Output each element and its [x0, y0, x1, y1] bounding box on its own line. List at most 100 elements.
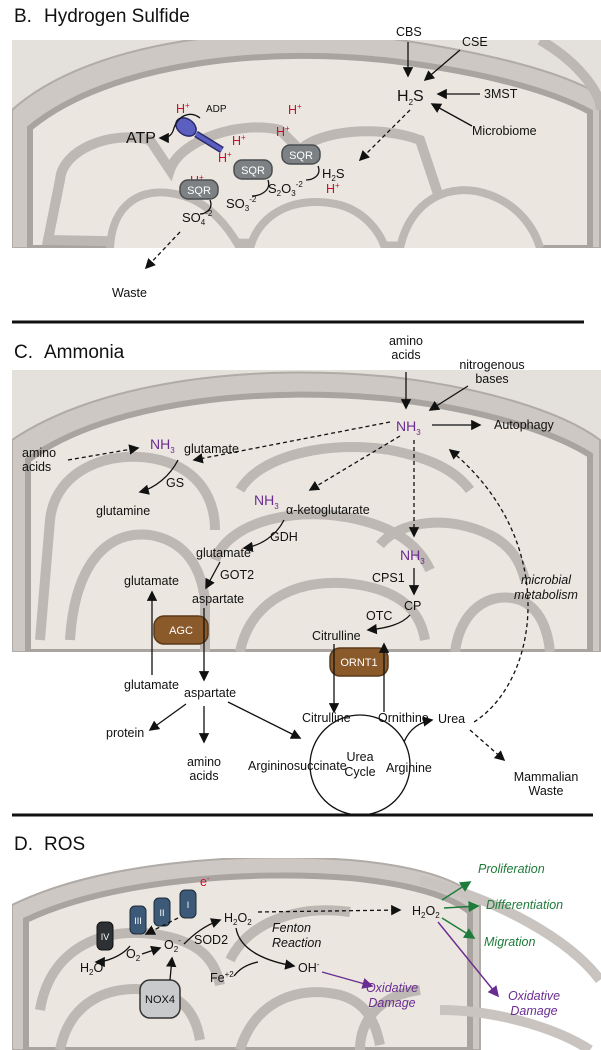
oh-damage-arrow: [321, 971, 374, 989]
cp-label: CP: [404, 599, 421, 613]
bases-arrow: [428, 385, 469, 411]
svg-text:AGC: AGC: [169, 625, 193, 637]
sqr-enzyme: SQR: [233, 159, 273, 180]
atp-synthase: [175, 117, 224, 153]
proliferation-label: Proliferation: [478, 862, 545, 876]
h2o-label: H2O: [80, 961, 103, 977]
h2o2-damage-arrow: [437, 921, 500, 998]
panel-d: D. ROS IV III II I: [12, 834, 601, 1050]
svg-text:III: III: [134, 916, 142, 926]
h2s-label: H2S: [397, 88, 424, 107]
aspartate-cytosol-label: aspartate: [184, 686, 236, 700]
atp-label: ATP: [126, 130, 156, 147]
citrulline-cytosol-label: Citrulline: [302, 711, 351, 725]
fe-arrow: [233, 961, 259, 977]
aspartate-matrix-label: aspartate: [192, 592, 244, 606]
protein-label: protein: [106, 726, 144, 740]
h2o2-mito-label: H2O2: [224, 911, 252, 927]
glutamate-gdh-label: glutamate: [196, 546, 251, 560]
microbial-metabolism-arrow: [448, 449, 529, 723]
ornithine-label: Ornithine: [378, 711, 429, 725]
migration-arrow: [441, 917, 476, 939]
so4-flow: [199, 199, 212, 215]
panel-c-letter: C.: [14, 342, 33, 363]
svg-text:I: I: [187, 900, 190, 910]
panel-c-title: Ammonia: [44, 342, 125, 363]
arginine-label: Arginine: [386, 761, 432, 775]
svg-text:SQR: SQR: [289, 150, 313, 162]
complex-iii: III: [129, 905, 147, 935]
panel-d-title: ROS: [44, 834, 85, 855]
migration-label: Migration: [484, 935, 535, 949]
h2o2-export-arrow: [257, 904, 402, 916]
citrulline-matrix-label: Citrulline: [312, 629, 361, 643]
svg-text:IV: IV: [101, 932, 110, 942]
gdh-label: GDH: [270, 530, 298, 544]
s2o3-flow: [305, 165, 320, 181]
microbiome-arrow: [430, 103, 473, 127]
panel-d-letter: D.: [14, 834, 33, 855]
nh3-matrix-3: NH3: [400, 547, 425, 566]
sod2-label: SOD2: [194, 933, 228, 947]
cbs-label: CBS: [396, 25, 422, 39]
otc-arrow: [366, 614, 411, 635]
nh3-to-glutamate-arrow: [192, 421, 391, 464]
nh3-cytosol-label: NH3: [396, 418, 421, 437]
svg-text:ORNT1: ORNT1: [340, 657, 377, 669]
got2-arrow: [205, 561, 221, 590]
complex-i: I: [179, 889, 197, 919]
adp-to-atp-arrow: [158, 113, 201, 144]
glutamine-label: glutamine: [96, 504, 150, 518]
so4-label: SO4-2: [182, 209, 213, 227]
nox4-arrow: [166, 956, 177, 981]
got2-label: GOT2: [220, 568, 254, 582]
panel-b-letter: B.: [14, 6, 32, 27]
urea-out-arrow: [403, 716, 434, 743]
amino-acids-to-nh3-arrow: [67, 444, 140, 461]
cse-label: CSE: [462, 35, 488, 49]
nox4-enzyme: NOX4: [139, 979, 181, 1019]
aspartate-to-cycle-arrow: [227, 701, 302, 739]
svg-text:NOX4: NOX4: [145, 994, 175, 1006]
sqr-enzyme: SQR: [281, 144, 321, 165]
h2o2-cytosol-label: H2O2: [412, 904, 440, 920]
agc-transporter: AGC: [153, 615, 209, 645]
adp-label: ADP: [206, 104, 227, 115]
argininosuccinate-label: Argininosuccinate: [248, 759, 347, 773]
svg-text:SQR: SQR: [241, 165, 265, 177]
3mst-label: 3MST: [484, 87, 518, 101]
cps1-label: CPS1: [372, 571, 405, 585]
h2s-import-arrow: [358, 109, 411, 162]
differentiation-label: Differentiation: [486, 898, 563, 912]
microbiome-label: Microbiome: [472, 124, 537, 138]
o2-reduction-arrow: [141, 945, 162, 956]
gs-arrow: [138, 459, 179, 495]
electron-leak-arrow: [144, 917, 179, 935]
gdh-arrow: [242, 519, 285, 553]
autophagy-label: Autophagy: [494, 418, 555, 432]
h2s-matrix-label: H2S: [322, 166, 345, 183]
so3-label: SO3-2: [226, 195, 257, 213]
protein-arrow: [148, 703, 187, 731]
otc-label: OTC: [366, 609, 392, 623]
nh3-to-akg-arrow: [308, 435, 401, 491]
svg-text:SQR: SQR: [187, 185, 211, 197]
sqr-enzyme: SQR: [179, 179, 219, 200]
mitochondrion-b: [12, 40, 601, 248]
ornt1-transporter: ORNT1: [329, 647, 389, 677]
electron-icon: e-: [200, 874, 210, 889]
cytosol-band: [12, 653, 601, 673]
waste-arrow: [144, 231, 181, 270]
sod2-arrow: [183, 918, 222, 945]
nh3-matrix-2: NH3: [254, 492, 279, 511]
nh3-matrix-1: NH3: [150, 436, 175, 455]
o2-to-h2o-arrow: [94, 945, 131, 968]
